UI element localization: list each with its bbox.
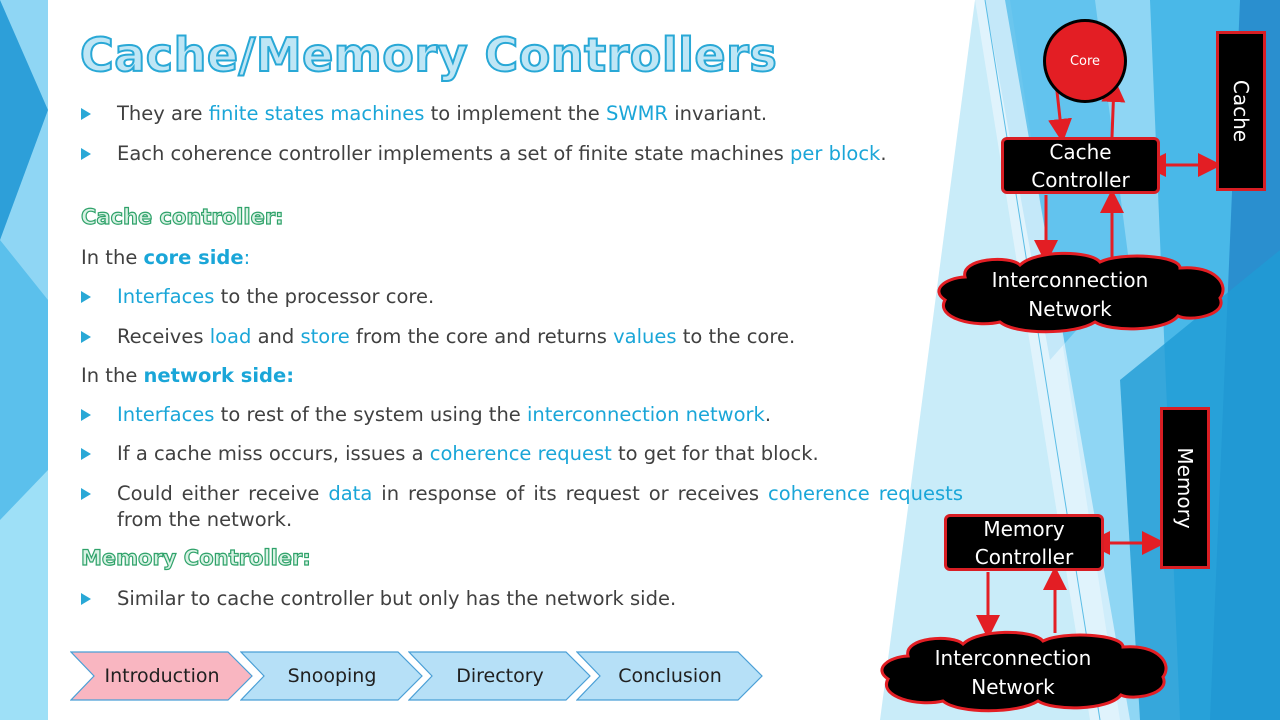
body-text: in response of its request or receives [372,482,769,505]
cache-controller-box: Cache Controller [1001,137,1160,194]
bullet-interfaces-network: Interfaces to rest of the system using t… [81,402,963,428]
bullet-arrow-icon [81,291,91,303]
highlight-term: values [613,325,677,348]
body-text: They are [117,102,209,125]
highlight-term: per block [790,142,881,165]
memory-block: Memory [1160,407,1210,569]
body-text: to rest of the system using the [214,403,527,426]
memory-label: Memory [1173,447,1197,529]
bullet-text: Interfaces to rest of the system using t… [117,402,963,428]
bullet-cache-miss: If a cache miss occurs, issues a coheren… [81,441,963,467]
body-text: Receives [117,325,210,348]
nav-snooping[interactable]: Snooping [240,651,424,701]
body-text: to the processor core. [214,285,435,308]
network-side-highlight: network side: [143,364,295,387]
bullet-text: Similar to cache controller but only has… [117,586,963,612]
body-text: invariant. [668,102,768,125]
bullet-arrow-icon [81,331,91,343]
body-text: Could either receive [117,482,329,505]
body-text: and [251,325,301,348]
bullet-text: They are finite states machines to imple… [117,101,963,127]
highlight-term: load [209,325,252,348]
body-text: to implement the [424,102,606,125]
cache-controller-heading: Cache controller: [80,204,284,229]
memory-controller-box: Memory Controller [944,514,1104,571]
body-text: to get for that block. [611,442,819,465]
nav-directory[interactable]: Directory [408,651,592,701]
body-text: Similar to cache controller but only has… [117,587,677,610]
highlight-term: Interfaces [117,403,215,426]
bullet-text: Could either receive data in response of… [117,481,963,533]
highlight-term: interconnection network [527,403,765,426]
nav-chevron-shape [408,651,591,701]
nav-chevron-shape [240,651,423,701]
body-text: If a cache miss occurs, issues a [117,442,430,465]
bullet-swmr: They are finite states machines to imple… [81,101,963,127]
nav-introduction[interactable]: Introduction [70,651,254,701]
cache-block: Cache [1216,31,1266,191]
highlight-term: data [328,482,373,505]
highlight-term: store [300,325,350,348]
bullet-text: Each coherence controller implements a s… [117,141,963,167]
body-text: . [880,142,887,165]
nav-label: Introduction [104,665,220,687]
interconnection-network-top-label: Interconnection Network [991,268,1149,321]
core-side-suffix: : [243,246,251,269]
body-text: from the core and returns [349,325,614,348]
bullet-interfaces-core: Interfaces to the processor core. [81,284,963,310]
nav-label: Directory [456,665,544,687]
body-text: Each coherence controller implements a s… [117,142,790,165]
bullet-similar: Similar to cache controller but only has… [81,586,963,612]
network-side-prefix: In the [81,364,144,387]
bullet-receive-data: Could either receive data in response of… [81,481,963,533]
nav-chevron-shape [70,651,253,701]
core-side-prefix: In the [81,246,144,269]
highlight-term: coherence requests [768,482,963,505]
core-node: Core [1043,19,1127,103]
bullet-load-store: Receives load and store from the core an… [81,324,963,350]
bullet-arrow-icon [81,448,91,460]
interconnection-cloud-bottom [880,630,1168,713]
highlight-term: coherence request [429,442,612,465]
highlight-term: finite states machines [208,102,425,125]
highlight-term: SWMR [605,102,668,125]
body-text: to the core. [676,325,796,348]
bullet-per-block: Each coherence controller implements a s… [81,141,963,167]
bullet-arrow-icon [81,409,91,421]
nav-conclusion[interactable]: Conclusion [576,651,764,701]
bullet-text: Receives load and store from the core an… [117,324,963,350]
nav-chevron-shape [576,651,763,701]
core-side-highlight: core side [143,246,244,269]
interconnection-network-bottom-label: Interconnection Network [934,646,1092,699]
bullet-arrow-icon [81,148,91,160]
body-text: . [764,403,772,426]
bullet-arrow-icon [81,488,91,500]
core-side-line: In the core side: [81,245,250,271]
network-side-line: In the network side: [81,363,294,389]
interconnection-cloud-top [937,251,1225,334]
bullet-arrow-icon [81,593,91,605]
nav-label: Conclusion [618,665,722,687]
bullet-text: Interfaces to the processor core. [117,284,963,310]
bullet-arrow-icon [81,108,91,120]
nav-label: Snooping [287,665,377,687]
highlight-term: Interfaces [117,285,215,308]
body-text: from the network. [117,508,293,531]
bullet-text: If a cache miss occurs, issues a coheren… [117,441,963,467]
slide-title: Cache/Memory Controllers [79,27,778,83]
memory-controller-heading: Memory Controller: [80,545,311,570]
cache-label: Cache [1229,79,1253,143]
